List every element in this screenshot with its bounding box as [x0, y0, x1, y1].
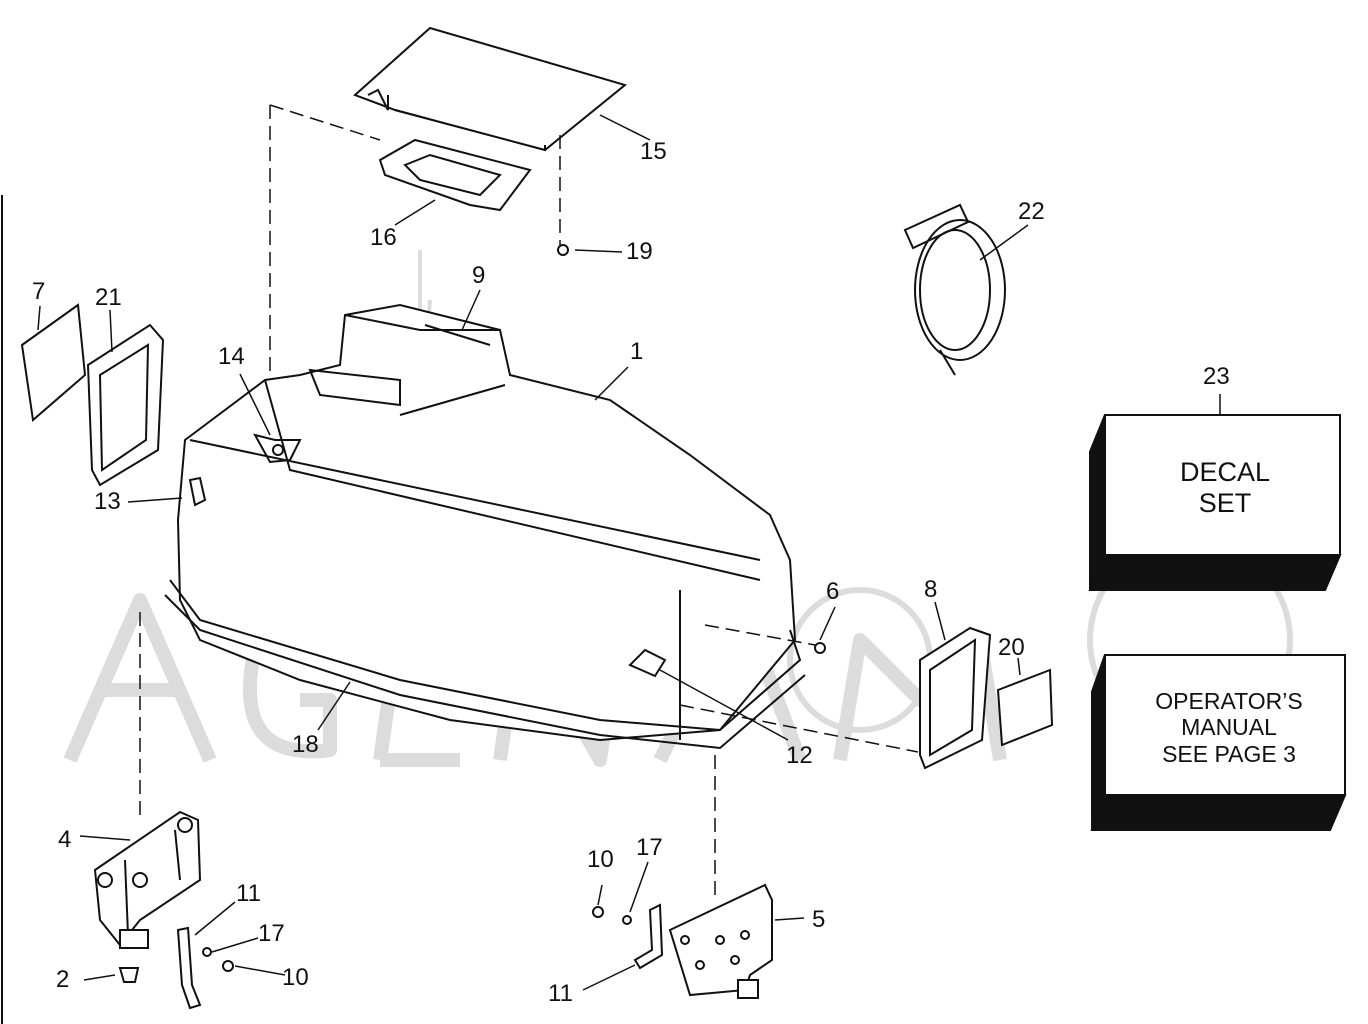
decal-set-box — [1088, 414, 1342, 591]
callout-11b: 11 — [548, 980, 573, 1007]
decal-set-line2: SET — [1198, 488, 1252, 519]
tray-part-16 — [378, 138, 532, 212]
callout-8: 8 — [924, 576, 938, 603]
hood-cover-main — [164, 303, 806, 750]
callout-19: 19 — [626, 238, 653, 265]
operators-manual-line3: SEE PAGE 3 — [1162, 740, 1296, 767]
leader-lines — [37, 114, 1221, 991]
small-parts — [118, 244, 826, 1010]
callout-13: 13 — [94, 488, 121, 515]
dash-lines — [139, 104, 919, 895]
callout-20: 20 — [998, 634, 1025, 661]
decal-set-label: DECAL SET — [1115, 457, 1335, 519]
callout-10a: 10 — [587, 846, 614, 873]
callout-7: 7 — [32, 278, 46, 305]
top-cap-part-15 — [353, 26, 628, 152]
callout-22: 22 — [1018, 198, 1045, 225]
starter-rope-part-22 — [903, 203, 1006, 376]
operators-manual-line2: MANUAL — [1181, 714, 1277, 741]
operators-manual-label: OPERATOR’S MANUAL SEE PAGE 3 — [1115, 688, 1343, 767]
callout-14: 14 — [218, 343, 245, 370]
callout-21: 21 — [95, 284, 122, 311]
callout-5: 5 — [812, 906, 826, 933]
callout-1: 1 — [630, 338, 644, 365]
callout-2: 2 — [56, 966, 70, 993]
callout-17a: 17 — [636, 834, 663, 861]
bracket-part-4 — [93, 810, 202, 949]
plate-part-20 — [996, 668, 1054, 747]
callout-12: 12 — [786, 742, 813, 769]
bracket-part-5 — [668, 883, 773, 999]
operators-manual-box — [1090, 654, 1347, 831]
operators-manual-line1: OPERATOR’S — [1155, 688, 1303, 714]
callout-17b: 17 — [258, 920, 285, 947]
frame-part-21 — [86, 323, 165, 487]
callout-23: 23 — [1203, 363, 1230, 390]
callout-9: 9 — [472, 262, 486, 289]
callout-4: 4 — [58, 826, 72, 853]
frame-part-8 — [919, 626, 992, 770]
callout-6: 6 — [826, 578, 840, 605]
callout-15: 15 — [640, 138, 667, 165]
decal-set-line1: DECAL — [1179, 457, 1271, 487]
plate-part-7 — [20, 303, 87, 422]
callout-16: 16 — [370, 224, 397, 251]
callout-11a: 11 — [236, 880, 261, 907]
callout-18: 18 — [292, 731, 319, 758]
callout-10b: 10 — [282, 964, 309, 991]
